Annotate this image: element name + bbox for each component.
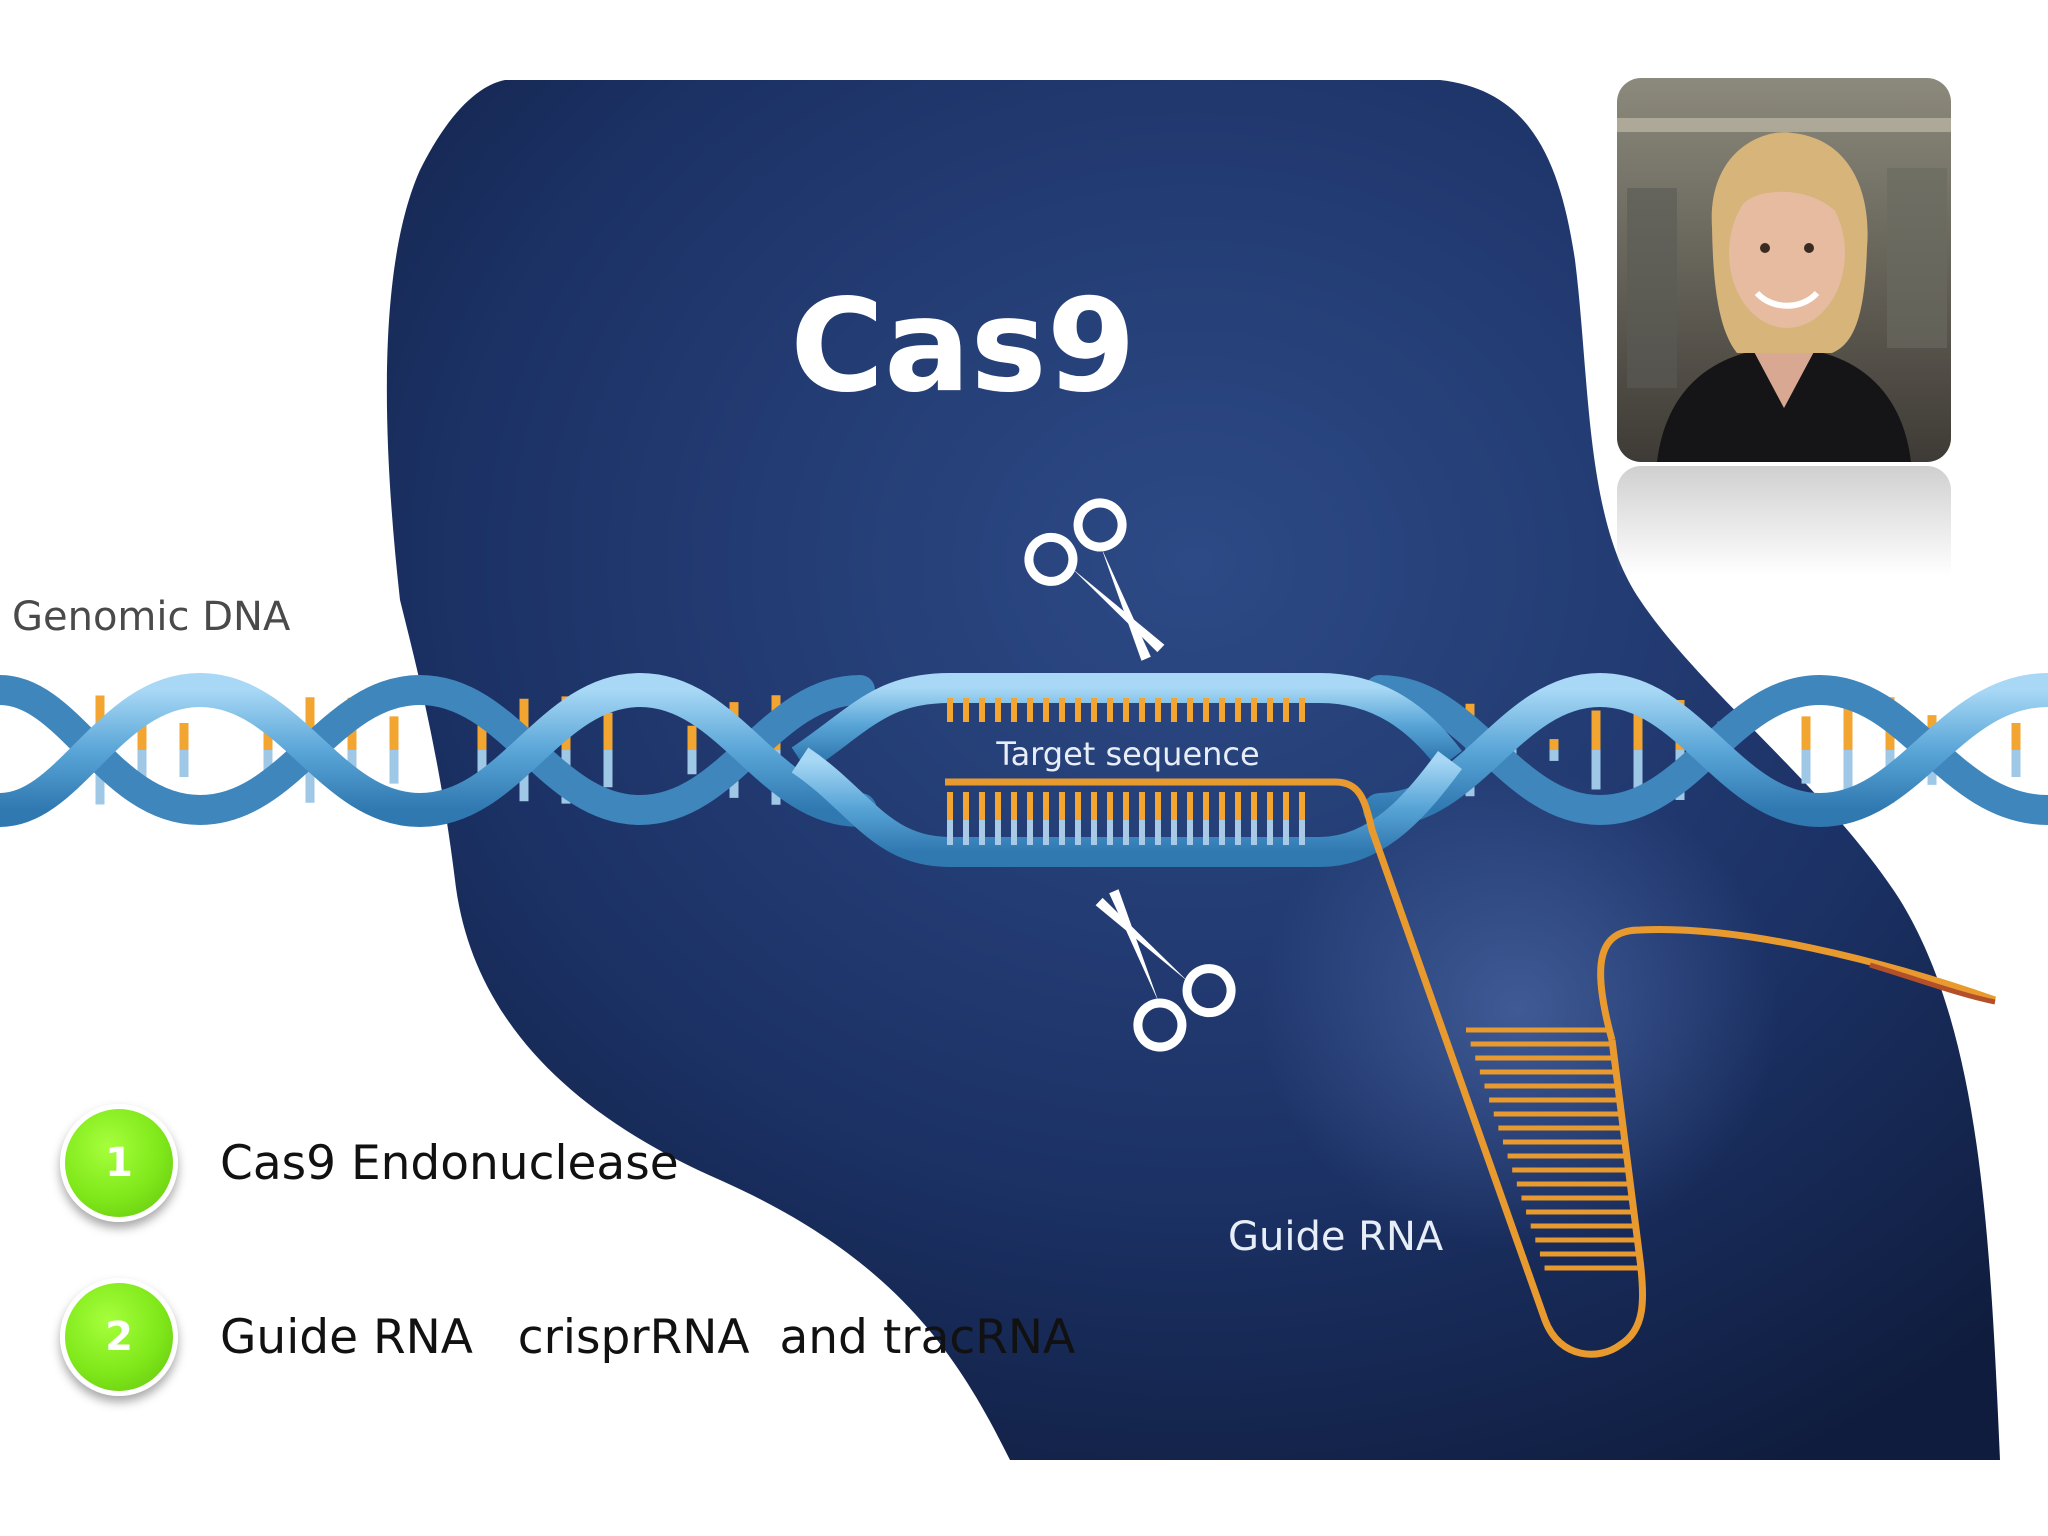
guide-rna-label: Guide RNA — [1228, 1214, 1444, 1260]
legend-item-1: 1 Cas9 Endonuclease — [60, 1104, 679, 1222]
scissors-icon — [1095, 889, 1236, 1052]
number-badge: 2 — [60, 1278, 178, 1396]
number-badge: 1 — [60, 1104, 178, 1222]
target-sequence-top-bases — [947, 698, 1305, 722]
portrait-photo — [1617, 78, 1951, 462]
portrait-reflection — [1617, 466, 1951, 576]
guide-rna-strand — [945, 778, 1647, 1358]
legend-text: Cas9 Endonuclease — [220, 1135, 679, 1191]
guide-rna — [945, 778, 1997, 1358]
target-sequence-bottom-bases — [947, 792, 1305, 845]
dna-helix — [0, 672, 2048, 867]
legend-item-2: 2 Guide RNA crisprRNA and tracRNA — [60, 1278, 1075, 1396]
target-bubble-bottom-strand — [791, 747, 1462, 867]
target-sequence-label: Target sequence — [995, 735, 1259, 773]
guide-rna-tail — [1869, 962, 1996, 1005]
target-bubble-top-strand — [791, 673, 1462, 773]
guide-rna-hairpin-arm — [1597, 926, 1997, 1041]
guide-rna-hairpin-rungs — [1466, 1027, 1641, 1271]
dna-strand-front — [0, 672, 2048, 828]
genomic-dna-label: Genomic DNA — [12, 594, 291, 640]
legend-text: Guide RNA crisprRNA and tracRNA — [220, 1309, 1076, 1365]
scissors-icon — [1024, 498, 1165, 661]
cas9-title: Cas9 — [790, 272, 1136, 421]
